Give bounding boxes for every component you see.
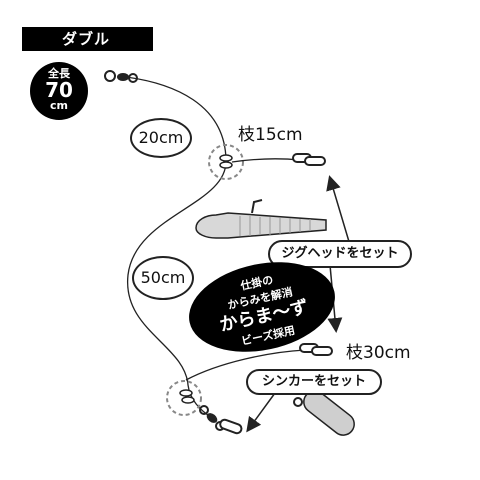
total-length-unit: cm [50,99,68,112]
upper-snap-icon [292,153,326,166]
lower-joint-highlight [166,380,202,416]
lower-branch-line [185,349,306,381]
top-swivel-icon [104,70,138,83]
total-length-label: 全長 [48,67,70,80]
bottom-swivel-icon [199,405,243,435]
arrow-to-upper-snap [326,175,351,246]
upper-segment-label: 20cm [130,118,192,158]
lower-segment-label: 50cm [132,256,194,300]
sinker-callout: シンカーをセット [246,369,382,395]
upper-branch-length: 枝15cm [238,125,303,145]
header-title: ダブル [22,27,153,51]
total-length-value: 70 [45,78,73,102]
main-line [117,75,227,419]
upper-joint-highlight [208,144,244,180]
arrow-to-sinker [246,392,276,433]
lower-branch-length: 枝30cm [346,343,411,363]
lower-bead-icon [179,389,195,404]
jig-head-icon [195,199,327,239]
lower-snap-icon [299,343,333,356]
sinker-icon [293,390,355,436]
upper-bead-icon [219,154,233,169]
total-length-badge: 全長 70 cm [30,62,88,120]
